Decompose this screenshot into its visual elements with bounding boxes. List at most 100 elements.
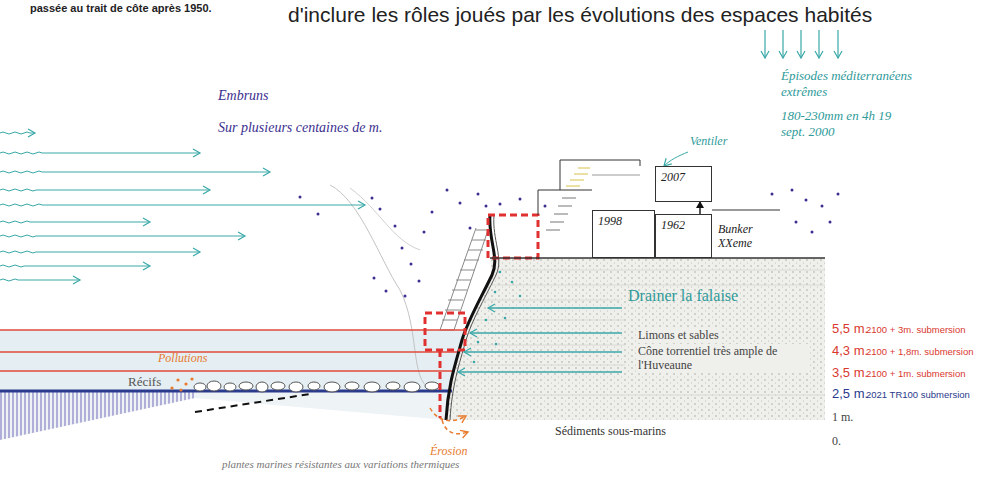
sediment-label: Sédiments sous-marins bbox=[555, 424, 666, 438]
illustration-part bbox=[558, 206, 572, 207]
illustration-part bbox=[401, 247, 404, 250]
illustration-part bbox=[0, 251, 200, 253]
illustration-part bbox=[0, 204, 365, 206]
illustration-part bbox=[566, 186, 580, 187]
illustration-part bbox=[550, 222, 564, 223]
illustration-part bbox=[472, 240, 486, 241]
illustration-part bbox=[0, 330, 466, 391]
level-value: 5,5 m. bbox=[832, 321, 868, 337]
illustration-part bbox=[477, 341, 480, 344]
illustration-part bbox=[0, 391, 195, 440]
illustration-part bbox=[299, 196, 302, 199]
illustration-part bbox=[477, 193, 480, 196]
illustration-part bbox=[566, 168, 590, 186]
illustration-part bbox=[821, 205, 824, 208]
illustration-part bbox=[0, 152, 200, 154]
illustration-part bbox=[488, 307, 622, 308]
level-scenario: 2100 + 1,8m. submersion bbox=[866, 346, 973, 357]
weather-note: 180-230mm en 4h 19 sept. 2000 bbox=[781, 108, 911, 139]
illustration-part bbox=[0, 391, 452, 440]
soil-label: Limons et sables bbox=[636, 328, 721, 342]
building-phase-box: 2007 bbox=[655, 166, 712, 202]
level-value: 0. bbox=[832, 434, 841, 448]
year-label: 1998 bbox=[593, 211, 654, 232]
illustration-part bbox=[446, 258, 825, 420]
reef-label: Récifs bbox=[128, 374, 161, 390]
illustration-part bbox=[256, 382, 268, 392]
illustration-part bbox=[460, 270, 475, 271]
illustration-part bbox=[350, 188, 420, 250]
illustration-part bbox=[829, 221, 832, 224]
soil-label: Cône torrentiel très ample de l'Huveaune bbox=[636, 344, 810, 373]
illustration-part bbox=[308, 382, 320, 390]
illustration-part bbox=[271, 382, 285, 390]
illustration-part bbox=[458, 371, 622, 372]
building-phase-box: 1998 bbox=[592, 210, 655, 258]
illustration-part bbox=[504, 317, 507, 320]
illustration-part bbox=[562, 198, 576, 199]
illustration-part bbox=[494, 291, 497, 294]
level-scenario: 2100 + 3m. submersion bbox=[866, 324, 966, 335]
illustration-part bbox=[373, 277, 376, 280]
illustration-part bbox=[404, 295, 407, 298]
illustration-part bbox=[492, 285, 825, 286]
illustration-part bbox=[499, 271, 502, 274]
illustration-part bbox=[299, 189, 840, 298]
plant-note: plantes marines résistantes aux variatio… bbox=[222, 458, 472, 471]
illustration-part bbox=[782, 30, 783, 58]
illustration-part bbox=[519, 198, 522, 201]
illustration-part bbox=[795, 221, 798, 224]
illustration-part bbox=[462, 345, 625, 346]
illustration-part bbox=[560, 160, 561, 190]
illustration-part bbox=[570, 180, 584, 181]
illustration-part bbox=[179, 388, 182, 391]
illustration-part bbox=[184, 382, 187, 385]
illustration-part bbox=[470, 320, 625, 321]
illustration-part bbox=[0, 132, 365, 281]
illustration-part bbox=[485, 319, 488, 322]
illustration-part bbox=[538, 190, 592, 215]
illustration-part bbox=[170, 386, 173, 389]
illustration-part bbox=[239, 382, 253, 390]
structure-label: Bunker XXeme bbox=[718, 222, 780, 251]
illustration-part bbox=[386, 382, 400, 390]
illustration-part bbox=[459, 202, 462, 205]
spray-note: Sur plusieurs centaines de m. bbox=[218, 120, 398, 137]
illustration-part bbox=[473, 361, 476, 364]
illustration-part bbox=[469, 227, 472, 230]
illustration-part bbox=[430, 408, 466, 421]
illustration-part bbox=[818, 30, 819, 58]
illustration-part bbox=[805, 199, 808, 202]
illustration-part bbox=[0, 171, 270, 173]
illustration-part bbox=[546, 198, 576, 230]
spray-label: Embruns bbox=[218, 88, 269, 105]
illustration-part bbox=[317, 213, 320, 216]
illustration-part bbox=[385, 290, 388, 293]
illustration-part bbox=[0, 370, 455, 372]
heading-fragment: passée au trait de côte après 1950. bbox=[30, 2, 212, 15]
illustration-part bbox=[379, 208, 382, 211]
illustration-part bbox=[574, 174, 588, 175]
level-scenario: 2100 + 1m. submersion bbox=[866, 368, 966, 379]
illustration-part bbox=[765, 30, 838, 58]
illustration-part bbox=[800, 30, 801, 58]
erosion-label: Érosion bbox=[430, 444, 468, 458]
illustration-part bbox=[330, 185, 430, 388]
illustration-part bbox=[0, 132, 35, 134]
illustration-part bbox=[476, 230, 488, 231]
illustration-part bbox=[490, 160, 825, 258]
illustration-part bbox=[664, 152, 688, 166]
illustration-part bbox=[712, 210, 780, 211]
illustration-part bbox=[764, 30, 765, 58]
illustration-part bbox=[464, 260, 479, 261]
illustration-part bbox=[0, 351, 460, 353]
illustration-part bbox=[418, 280, 421, 283]
illustration-part bbox=[207, 381, 221, 391]
year-label: 1962 bbox=[656, 215, 711, 236]
illustration-part bbox=[446, 189, 449, 192]
illustration-part bbox=[176, 378, 179, 381]
illustration-part bbox=[425, 382, 439, 390]
raise-arrow bbox=[700, 202, 701, 214]
level-value: 1 m. bbox=[832, 410, 853, 424]
illustration-part bbox=[345, 382, 359, 390]
